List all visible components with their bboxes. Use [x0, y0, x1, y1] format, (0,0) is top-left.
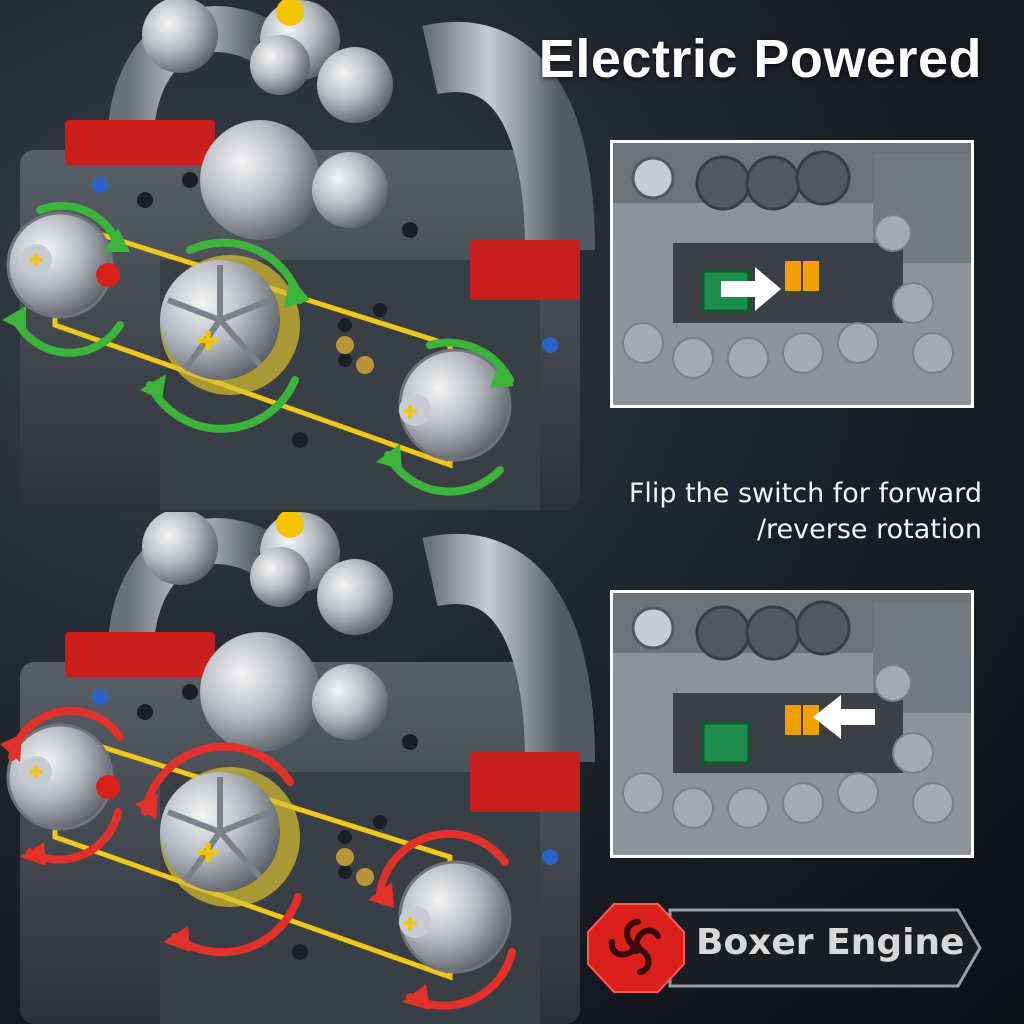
exhaust-pipe [422, 22, 595, 251]
switch-green-block [701, 721, 751, 765]
red-brick [470, 240, 580, 300]
red-brick [470, 752, 580, 812]
switch-closeup-reverse [610, 590, 974, 858]
svg-text:✚: ✚ [28, 762, 43, 783]
turbo-swirl-icon [587, 903, 685, 993]
rotation-arrows-forward [11, 201, 514, 496]
badge-label: Boxer Engine [696, 922, 965, 963]
exhaust-pipe [422, 534, 595, 763]
switch-closeup-forward [610, 140, 974, 408]
switch-caption: Flip the switch for forward /reverse rot… [562, 476, 982, 548]
headline: Electric Powered [538, 29, 982, 89]
svg-text:✚: ✚ [28, 250, 43, 271]
turbo-housing [200, 120, 320, 240]
engine-render-forward: ✚ ✚ ✚ [2, 0, 982, 510]
arrow-right-icon [721, 267, 781, 311]
caption-line-1: Flip the switch for forward [628, 478, 982, 509]
engine-render-reverse: ✚ ✚ ✚ [0, 512, 1024, 1024]
svg-text:✚: ✚ [402, 914, 417, 935]
switch-orange-lever [785, 261, 801, 291]
turbo-housing [200, 632, 320, 752]
svg-text:✚: ✚ [197, 327, 219, 357]
red-brick [65, 120, 215, 165]
svg-text:✚: ✚ [402, 402, 417, 423]
arrow-left-icon [813, 695, 875, 739]
svg-text:✚: ✚ [197, 839, 219, 869]
boxer-engine-badge: Boxer Engine [586, 902, 986, 994]
red-brick [65, 632, 215, 677]
caption-line-2: /reverse rotation [756, 514, 982, 545]
switch-orange-lever [785, 705, 801, 735]
